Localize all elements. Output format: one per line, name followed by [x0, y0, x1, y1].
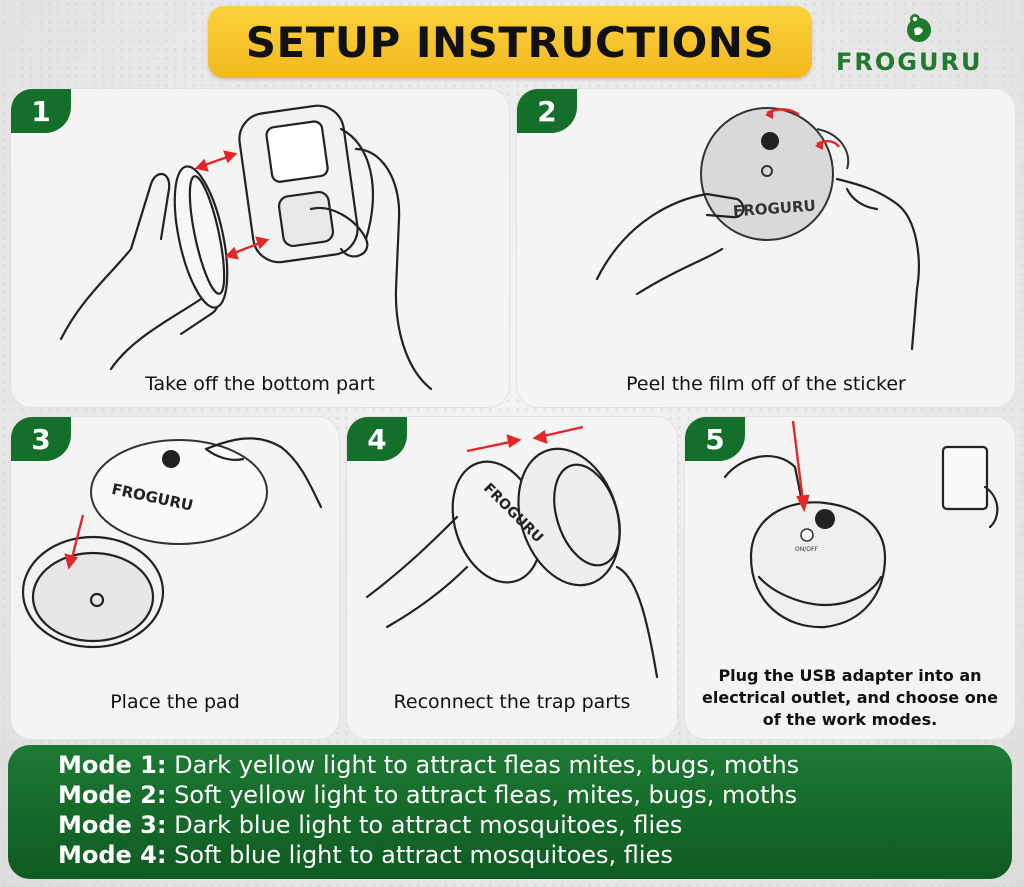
step-caption: Peel the film off of the sticker — [626, 373, 906, 395]
step-caption: Take off the bottom part — [145, 373, 375, 395]
brand-logo: FROGURU — [830, 8, 1010, 78]
step-caption: Plug the USB adapter into an electrical … — [685, 665, 1015, 731]
modes-box: Mode 1: Dark yellow light to attract fle… — [8, 745, 1012, 879]
mode-description: Soft blue light to attract mosquitoes, f… — [166, 841, 673, 869]
step-1-panel: 1 Take off the bottom part — [10, 88, 510, 408]
step-number: 1 — [11, 89, 71, 133]
mode-line-4: Mode 4: Soft blue light to attract mosqu… — [58, 841, 673, 869]
mode-description: Dark yellow light to attract fleas mites… — [166, 751, 800, 779]
sticker-brand-text: FROGURU — [732, 197, 816, 221]
power-button-label: ON/OFF — [795, 546, 818, 553]
step-number: 4 — [347, 417, 407, 461]
brand-name: FROGURU — [836, 48, 983, 76]
mode-description: Dark blue light to attract mosquitoes, f… — [166, 811, 683, 839]
step-caption-line-1: Plug the USB adapter into an — [718, 666, 982, 685]
illustration-plug-in: ON/OFF — [723, 420, 999, 629]
step-5-panel: 5 ON/OFF Plug the USB adapter into an el… — [684, 416, 1016, 740]
page-title: SETUP INSTRUCTIONS — [245, 17, 775, 67]
frog-logo-icon — [907, 14, 931, 42]
step-3-panel: 3 FROGURU Place the pad — [10, 416, 340, 740]
step-4-panel: 4 FROGURU Reconnect the trap parts — [346, 416, 678, 740]
mode-label: Mode 1: — [58, 751, 167, 779]
illustration-reconnect-parts: FROGURU — [365, 425, 659, 679]
step-caption: Place the pad — [110, 691, 240, 713]
step-caption-line-2: electrical outlet, and choose one — [702, 688, 998, 707]
mode-label: Mode 2: — [58, 781, 167, 809]
illustration-place-pad: FROGURU — [21, 437, 323, 649]
mode-line-3: Mode 3: Dark blue light to attract mosqu… — [58, 811, 682, 839]
mode-description: Soft yellow light to attract fleas, mite… — [166, 781, 798, 809]
step-caption: Reconnect the trap parts — [393, 691, 631, 713]
illustration-remove-bottom — [59, 104, 433, 391]
step-number: 2 — [517, 89, 577, 133]
step-2-panel: 2 FROGURU Peel the film off of the stick… — [516, 88, 1016, 408]
mode-label: Mode 3: — [58, 811, 167, 839]
step-number: 5 — [685, 417, 745, 461]
mode-line-2: Mode 2: Soft yellow light to attract fle… — [58, 781, 797, 809]
step-number: 3 — [11, 417, 71, 461]
illustration-peel-film: FROGURU — [595, 107, 920, 351]
mode-label: Mode 4: — [58, 841, 167, 869]
title-banner: SETUP INSTRUCTIONS — [208, 6, 812, 78]
mode-line-1: Mode 1: Dark yellow light to attract fle… — [58, 751, 799, 779]
step-caption-line-3: of the work modes. — [762, 710, 938, 729]
